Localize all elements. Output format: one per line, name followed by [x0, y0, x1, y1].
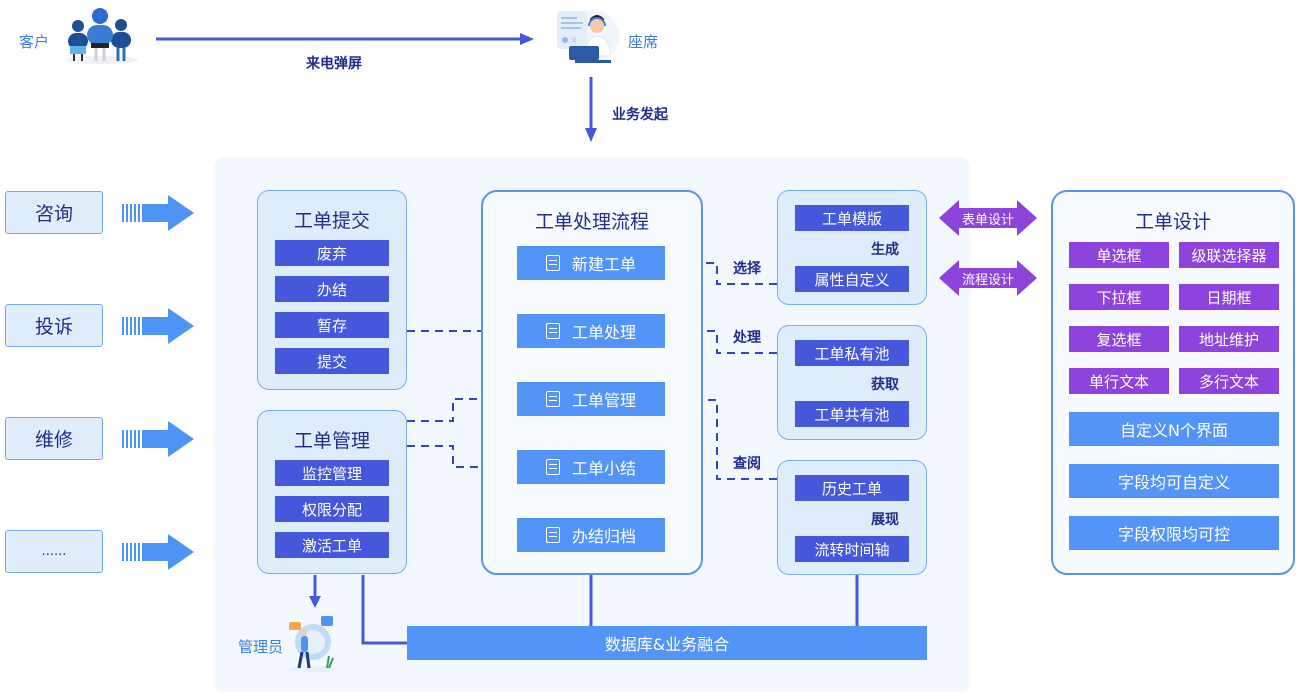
- design-group: 工单设计 单选框 级联选择器 下拉框 日期框 复选框 地址维护 单行文本 多行文…: [1051, 190, 1295, 575]
- form-design-label: 表单设计: [961, 212, 1014, 228]
- design-feature-field-permissions[interactable]: 字段权限均可控: [1069, 516, 1279, 550]
- design-item-multi-line[interactable]: 多行文本: [1179, 368, 1279, 394]
- agent-icon: [555, 8, 619, 66]
- link-label-select: 选择: [733, 261, 761, 277]
- relation-label: 生成: [871, 242, 899, 258]
- input-arrow-icon: [122, 308, 194, 344]
- relation-label: 获取: [871, 377, 899, 393]
- link-label-handle: 处理: [733, 330, 761, 346]
- step-label: 工单管理: [571, 391, 636, 410]
- submit-item-submit[interactable]: 提交: [275, 348, 389, 374]
- customer-label: 客户: [19, 33, 50, 51]
- timeline-item[interactable]: 流转时间轴: [795, 536, 909, 562]
- clipboard-icon: [545, 255, 560, 271]
- archive-doc-icon: [545, 527, 560, 543]
- input-label: 投诉: [34, 316, 73, 338]
- manage-item-monitor[interactable]: 监控管理: [275, 460, 389, 486]
- customers-icon: [64, 6, 140, 64]
- process-step-archive[interactable]: 办结归档: [517, 518, 665, 552]
- design-feature-custom-screens[interactable]: 自定义N个界面: [1069, 412, 1279, 446]
- history-item[interactable]: 历史工单: [795, 475, 909, 501]
- relation-label: 展现: [871, 512, 899, 528]
- process-step-manage[interactable]: 工单管理: [517, 382, 665, 416]
- process-step-summary[interactable]: 工单小结: [517, 450, 665, 484]
- submit-item-save-draft[interactable]: 暂存: [275, 312, 389, 338]
- process-step-handle[interactable]: 工单处理: [517, 314, 665, 348]
- manage-item-activate[interactable]: 激活工单: [275, 532, 389, 558]
- manage-item-permissions[interactable]: 权限分配: [275, 496, 389, 522]
- manage-group-title: 工单管理: [293, 430, 370, 452]
- business-initiate-label: 业务发起: [612, 107, 668, 123]
- input-arrow-icon: [122, 421, 194, 457]
- input-more[interactable]: ......: [5, 530, 103, 573]
- input-consult[interactable]: 咨询: [5, 191, 103, 234]
- submit-item-complete[interactable]: 办结: [275, 276, 389, 302]
- input-label: ......: [41, 544, 67, 559]
- pool-group: 工单私有池 获取 工单共有池: [777, 325, 927, 440]
- admin-icon: [287, 612, 339, 672]
- screen-pop-label: 来电弹屏: [306, 56, 362, 72]
- clipboard-edit-icon: [545, 323, 560, 339]
- design-item-date[interactable]: 日期框: [1179, 284, 1279, 310]
- clipboard-pen-icon: [545, 459, 560, 475]
- history-group: 历史工单 展现 流转时间轴: [777, 460, 927, 575]
- manage-group: 工单管理 监控管理 权限分配 激活工单: [257, 410, 407, 574]
- agent-label: 座席: [628, 33, 659, 51]
- design-item-checkbox[interactable]: 复选框: [1069, 326, 1169, 352]
- submit-group-title: 工单提交: [293, 210, 370, 232]
- step-label: 新建工单: [571, 255, 636, 274]
- step-label: 工单小结: [571, 459, 636, 478]
- process-step-new[interactable]: 新建工单: [517, 246, 665, 280]
- step-label: 工单处理: [571, 323, 636, 342]
- input-arrow-icon: [122, 195, 194, 231]
- input-complaint[interactable]: 投诉: [5, 304, 103, 347]
- input-label: 维修: [34, 429, 73, 451]
- submit-item-discard[interactable]: 废弃: [275, 240, 389, 266]
- private-pool-item[interactable]: 工单私有池: [795, 340, 909, 366]
- admin-label: 管理员: [238, 638, 284, 656]
- process-group-title: 工单处理流程: [534, 211, 649, 233]
- double-arrow-icon: [939, 200, 1037, 236]
- design-group-title: 工单设计: [1134, 211, 1211, 233]
- public-pool-item[interactable]: 工单共有池: [795, 401, 909, 427]
- process-design-link[interactable]: 流程设计: [939, 260, 1037, 296]
- link-label-review: 查阅: [733, 456, 761, 472]
- database-bar[interactable]: 数据库&业务融合: [407, 626, 927, 660]
- design-item-dropdown[interactable]: 下拉框: [1069, 284, 1169, 310]
- design-item-address[interactable]: 地址维护: [1179, 326, 1279, 352]
- process-design-label: 流程设计: [961, 272, 1014, 288]
- design-item-cascader[interactable]: 级联选择器: [1179, 242, 1279, 268]
- step-label: 办结归档: [571, 527, 636, 546]
- template-group: 工单模版 生成 属性自定义: [777, 190, 927, 305]
- custom-attribute-item[interactable]: 属性自定义: [795, 266, 909, 292]
- input-repair[interactable]: 维修: [5, 417, 103, 460]
- design-item-single-line[interactable]: 单行文本: [1069, 368, 1169, 394]
- form-design-link[interactable]: 表单设计: [939, 200, 1037, 236]
- design-feature-custom-fields[interactable]: 字段均可自定义: [1069, 464, 1279, 498]
- design-item-radio[interactable]: 单选框: [1069, 242, 1169, 268]
- double-arrow-icon: [939, 260, 1037, 296]
- input-label: 咨询: [34, 203, 73, 225]
- input-arrow-icon: [122, 534, 194, 570]
- clipboard-gear-icon: [545, 391, 560, 407]
- template-item[interactable]: 工单模版: [795, 205, 909, 231]
- submit-group: 工单提交 废弃 办结 暂存 提交: [257, 190, 407, 390]
